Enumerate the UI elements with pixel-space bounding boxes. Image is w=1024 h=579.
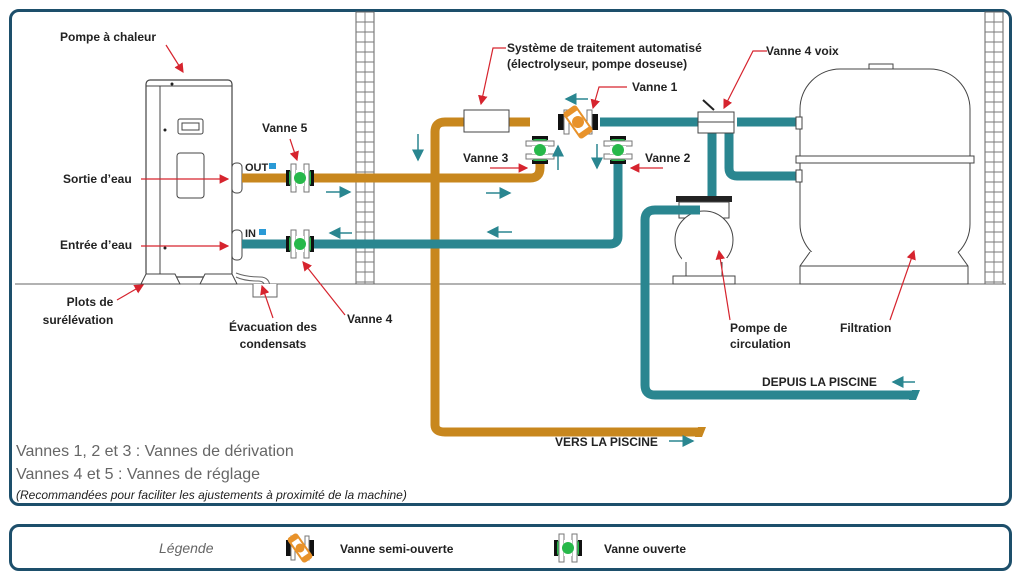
heat-pump-label: Pompe à chaleur [60,30,156,44]
filtration-label: Filtration [840,321,891,335]
hot-water-pipe [242,117,700,437]
valve-5-label: Vanne 5 [262,121,308,135]
risers-label-2: surélévation [43,313,114,327]
out-water-icon [269,163,276,169]
valve-3-open[interactable] [525,135,555,165]
valve-2-open[interactable] [603,135,633,165]
note-recommendation: (Recommandées pour faciliter les ajustem… [16,488,407,502]
half-open-valve-icon [286,533,314,563]
from-pool-label: DEPUIS LA PISCINE [762,375,877,389]
four-way-valve-label: Vanne 4 voix [766,44,839,58]
treatment-label-1: Système de traitement automatisé [507,41,702,55]
valve-5-open[interactable] [285,163,315,193]
condensate-label-2: condensats [240,337,307,351]
flow-arrows [326,93,915,447]
filtration-tank [795,63,975,285]
heat-pump-unit [140,79,243,285]
condensate-label-1: Évacuation des [229,319,317,334]
cold-water-pipe [242,117,915,400]
legend-frame [9,524,1012,571]
treatment-system-box [463,109,510,133]
treatment-label-2: (électrolyseur, pompe doseuse) [507,57,687,71]
valve-2-label: Vanne 2 [645,151,691,165]
valve-1-half-open[interactable] [558,104,598,139]
water-in-label: Entrée d’eau [60,238,132,252]
circ-pump-label-2: circulation [730,337,791,351]
risers-label-1: Plots de [67,295,114,309]
callout-arrows [116,44,916,321]
four-way-valve [697,99,735,134]
legend-title: Légende [159,540,214,556]
valve-1-label: Vanne 1 [632,80,678,94]
note-bypass-valves: Vannes 1, 2 et 3 : Vannes de dérivation [16,443,294,460]
legend-label-open: Vanne ouverte [604,542,687,556]
open-valve-icon [553,533,583,563]
condensate-drain [235,272,278,298]
hot-pipe-end [695,427,706,437]
circ-pump-label-1: Pompe de [730,321,788,335]
out-tag: OUT [245,162,269,174]
legend-label-half-open: Vanne semi-ouverte [340,542,454,556]
brick-wall-left [355,11,375,285]
water-out-label: Sortie d’eau [63,172,132,186]
in-tag: IN [245,228,256,240]
brick-wall-right [984,11,1004,285]
valve-3-label: Vanne 3 [463,151,509,165]
cold-pipe-end [909,390,920,400]
in-water-icon [259,229,266,235]
valve-4-label: Vanne 4 [347,312,393,326]
to-pool-label: VERS LA PISCINE [555,435,658,449]
valve-4-open[interactable] [285,229,315,259]
note-adjust-valves: Vannes 4 et 5 : Vannes de réglage [16,466,261,483]
